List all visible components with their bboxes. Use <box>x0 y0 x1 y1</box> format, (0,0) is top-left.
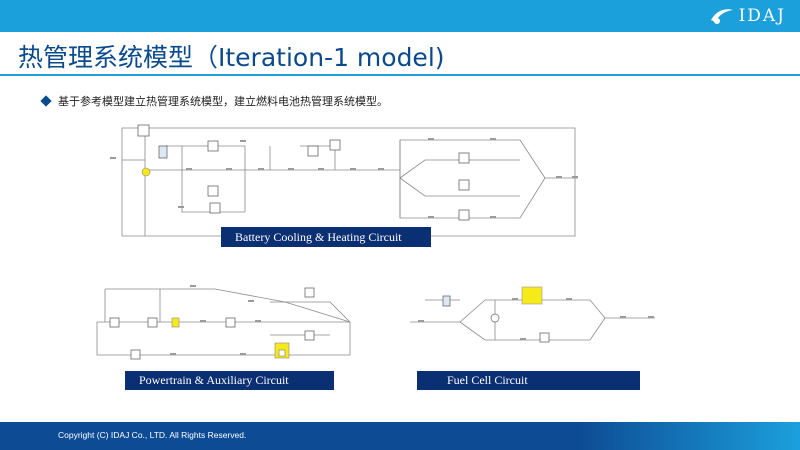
top-bar <box>0 0 800 32</box>
title-divider <box>0 74 800 76</box>
battery-circuit-label: Battery Cooling & Heating Circuit <box>221 227 431 247</box>
battery-circuit-schematic <box>121 127 578 237</box>
logo-swoosh-icon <box>710 9 733 24</box>
footer-accent <box>580 422 800 450</box>
copyright-text: Copyright (C) IDAJ Co., LTD. All Rights … <box>58 430 247 440</box>
bullet-item: 基于参考模型建立热管理系统模型，建立燃料电池热管理系统模型。 <box>40 93 388 109</box>
powertrain-circuit-schematic <box>96 288 351 356</box>
logo-text: IDAJ <box>738 6 786 26</box>
battery-circuit-components <box>110 124 578 221</box>
company-logo: IDAJ <box>709 4 786 28</box>
powertrain-circuit-components <box>109 285 315 360</box>
bullet-text: 基于参考模型建立热管理系统模型，建立燃料电池热管理系统模型。 <box>58 95 388 108</box>
fuel-cell-circuit-components <box>418 286 654 343</box>
page-title: 热管理系统模型（Iteration-1 model) <box>18 43 445 72</box>
powertrain-circuit-label: Powertrain & Auxiliary Circuit <box>125 371 334 390</box>
fuel-cell-circuit-label: Fuel Cell Circuit <box>417 371 640 390</box>
